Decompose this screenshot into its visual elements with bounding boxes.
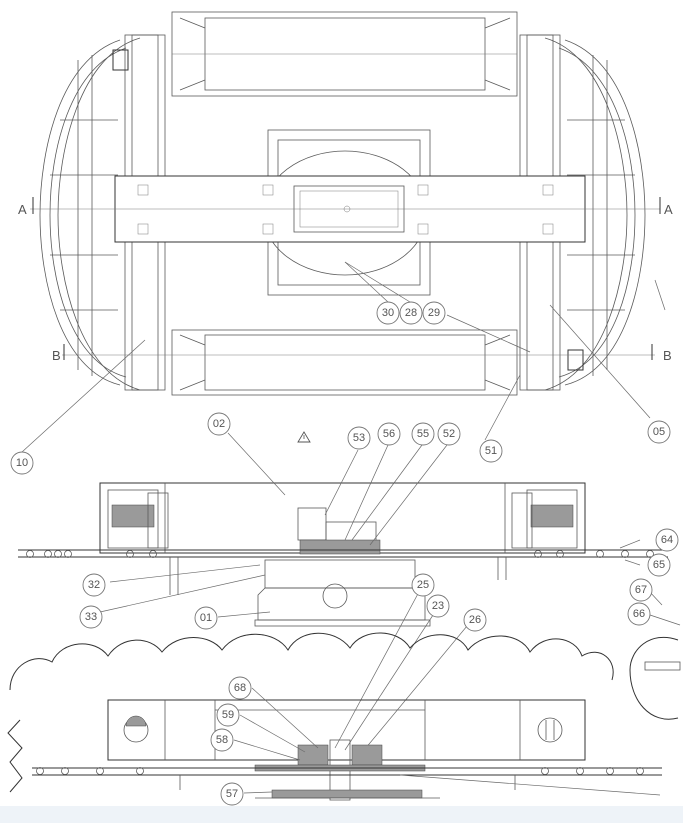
callout-bubble: 53 [347,426,371,450]
bottom-scroll-strip [0,806,683,823]
section-view [32,661,681,801]
svg-text:28: 28 [405,307,417,319]
svg-text:65: 65 [653,559,665,571]
svg-text:02: 02 [213,418,225,430]
svg-text:67: 67 [635,584,647,596]
svg-text:68: 68 [234,682,246,694]
callout-bubble: 28 [399,301,423,325]
revision-cloud [7,632,679,793]
plan-leaders [21,261,666,453]
callout-bubble: 58 [210,728,234,752]
plan-view [30,11,661,396]
side-leaders [99,432,473,756]
callout-bubble: 64 [655,528,679,552]
svg-text:55: 55 [417,428,429,440]
callout-layer: 30 28 29 10 05 51 02 53 56 55 52 64 65 6… [10,301,679,806]
svg-text:51: 51 [485,445,497,457]
svg-text:29: 29 [428,307,440,319]
callout-bubble: 68 [228,676,252,700]
svg-text:33: 33 [85,611,97,623]
section-mark-a-right: A [664,202,673,217]
svg-text:57: 57 [226,788,238,800]
callout-bubble: 59 [216,703,240,727]
svg-text:53: 53 [353,432,365,444]
svg-text:10: 10 [16,457,28,469]
callout-bubble: 30 [376,301,400,325]
callout-bubble: 05 [647,420,671,444]
callout-bubble: 56 [377,422,401,446]
svg-text:05: 05 [653,426,665,438]
section-mark-b-right: B [663,348,672,363]
svg-text:26: 26 [469,614,481,626]
svg-text:59: 59 [222,709,234,721]
svg-text:66: 66 [633,608,645,620]
svg-text:58: 58 [216,734,228,746]
svg-text:64: 64 [661,534,673,546]
callout-bubble: 10 [10,451,34,475]
svg-text:01: 01 [200,612,212,624]
callout-bubble: 26 [463,608,487,632]
callout-bubble: 66 [627,602,651,626]
callout-bubble: 51 [479,439,503,463]
callout-bubble: 25 [411,573,435,597]
side-view [18,482,668,627]
callout-bubble: 55 [411,422,435,446]
callout-bubble: 67 [629,578,653,602]
callout-bubble: 33 [79,605,103,629]
svg-text:32: 32 [88,579,100,591]
callout-bubble: 29 [422,301,446,325]
callout-bubble: 57 [220,782,244,806]
section-mark-b-left: B [52,348,61,363]
svg-text:23: 23 [432,600,444,612]
svg-text:52: 52 [443,428,455,440]
svg-text:30: 30 [382,307,394,319]
section-mark-a-left: A [18,202,27,217]
svg-text:56: 56 [383,428,395,440]
callout-bubble: 01 [194,606,218,630]
callout-bubble: 23 [426,594,450,618]
callout-bubble: 52 [437,422,461,446]
warning-triangle-icon [297,431,311,443]
callout-bubble: 02 [207,412,231,436]
callout-bubble: 65 [647,553,671,577]
section-leaders [233,539,681,796]
svg-text:25: 25 [417,579,429,591]
callout-bubble: 32 [82,573,106,597]
